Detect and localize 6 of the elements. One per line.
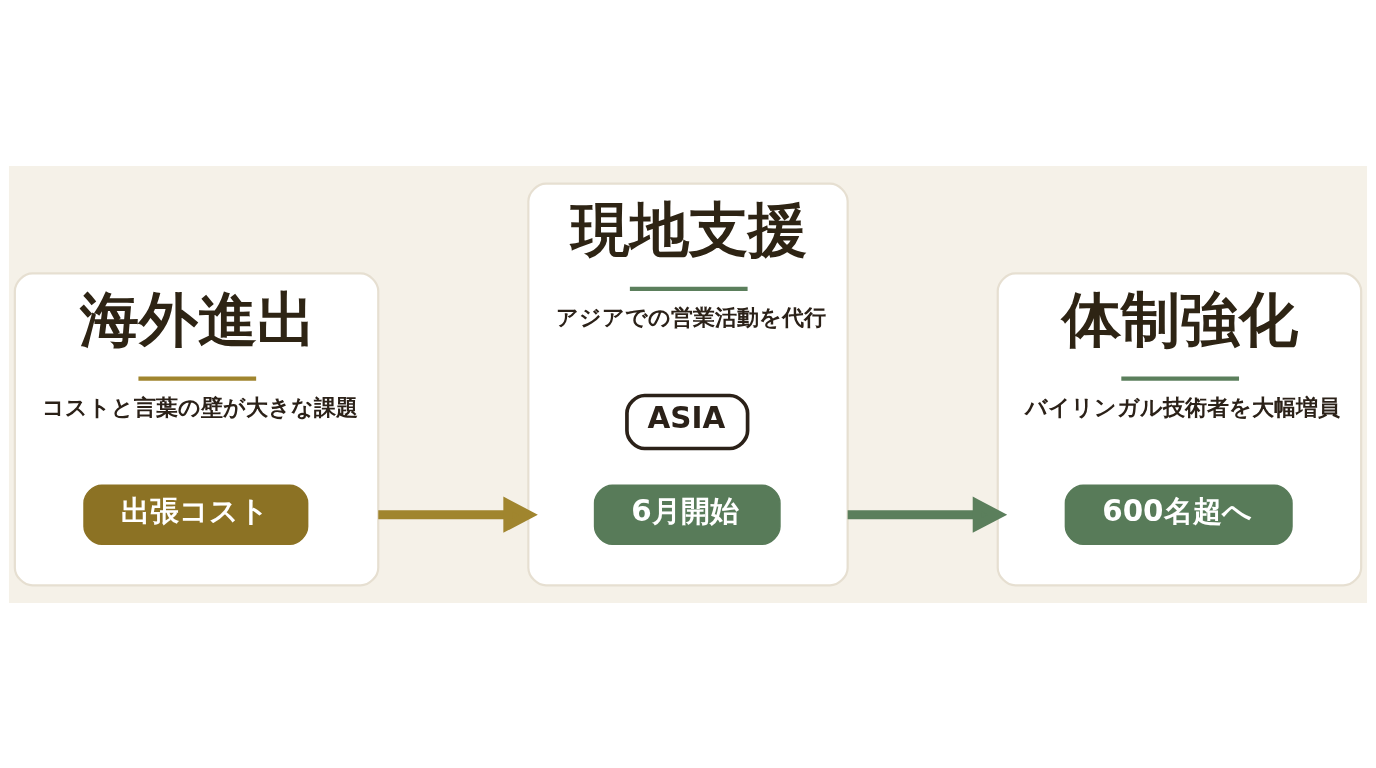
node-box: 600名超へ bbox=[1064, 484, 1293, 545]
node-box: ASIA bbox=[625, 393, 750, 450]
node-box: 出張コスト bbox=[83, 484, 309, 545]
node-box: 6月開始 bbox=[593, 484, 781, 545]
arrow bbox=[378, 496, 538, 533]
arrow bbox=[847, 496, 1008, 533]
